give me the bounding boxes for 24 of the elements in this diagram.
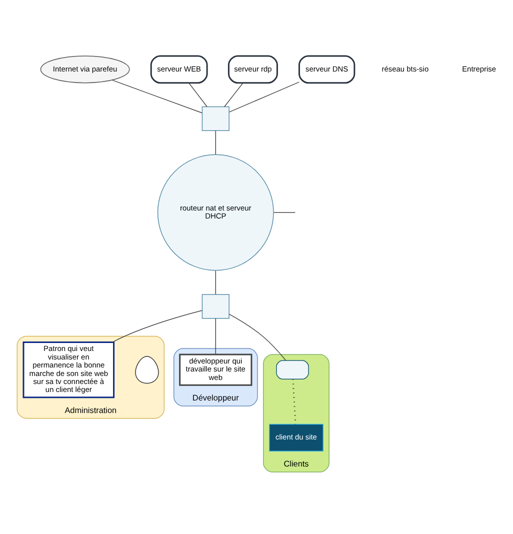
node-circle: routeur nat et serveur DHCP xyxy=(157,154,274,271)
node-box: serveur DNS xyxy=(298,55,356,84)
connector xyxy=(274,212,296,213)
node-box: serveur rdp xyxy=(228,55,278,84)
connector xyxy=(228,314,286,361)
connector xyxy=(112,310,202,343)
node-box: client du site xyxy=(269,424,324,452)
node-box: Patron qui veut visualiser en permanence la bonne marche de son site web sur sa tv connectée à un client léger xyxy=(22,341,115,398)
connector xyxy=(224,82,244,108)
connector xyxy=(215,318,216,355)
connector xyxy=(188,82,208,108)
node-ellipse: Internet via parefeu xyxy=(40,56,130,84)
connector xyxy=(215,130,216,155)
connector xyxy=(112,80,202,114)
label: Entreprise xyxy=(462,64,496,74)
node-person xyxy=(135,356,159,384)
node-box xyxy=(202,106,230,131)
connector xyxy=(228,82,300,112)
node-box: développeur qui travaille sur le site web xyxy=(179,354,252,386)
label: réseau bts-sio xyxy=(382,64,429,74)
node-box xyxy=(202,294,230,319)
connector xyxy=(215,270,216,295)
node-box xyxy=(276,360,309,380)
node-box: serveur WEB xyxy=(150,55,208,84)
